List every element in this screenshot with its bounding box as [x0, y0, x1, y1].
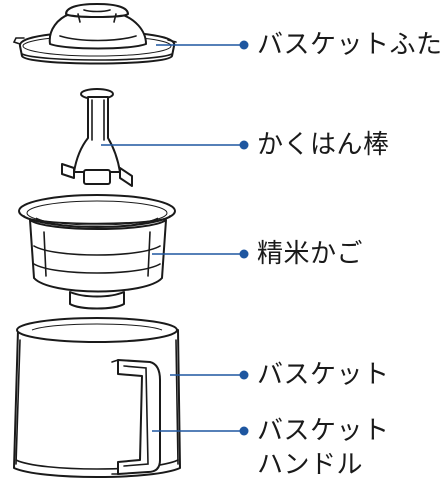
leader-basket-lid [156, 40, 249, 50]
polishing-basket-illustration [18, 194, 176, 310]
basket-lid-illustration [12, 3, 177, 65]
basket-handle-label-line2: ハンドル [257, 450, 364, 480]
stirring-rod-label: かくはん棒 [257, 130, 390, 160]
basket-label: バスケット [257, 360, 390, 390]
basket-handle-illustration [111, 359, 161, 475]
leader-basket-handle [152, 426, 249, 436]
polishing-basket-label: 精米かご [257, 239, 364, 269]
stirring-rod-illustration [61, 88, 133, 187]
basket-lid-label: バスケットふた [257, 30, 443, 60]
leader-polishing-basket [152, 249, 249, 259]
basket-handle-label-line1: バスケット [257, 416, 390, 446]
leader-basket [170, 370, 249, 380]
leader-stirring-rod [101, 140, 249, 150]
